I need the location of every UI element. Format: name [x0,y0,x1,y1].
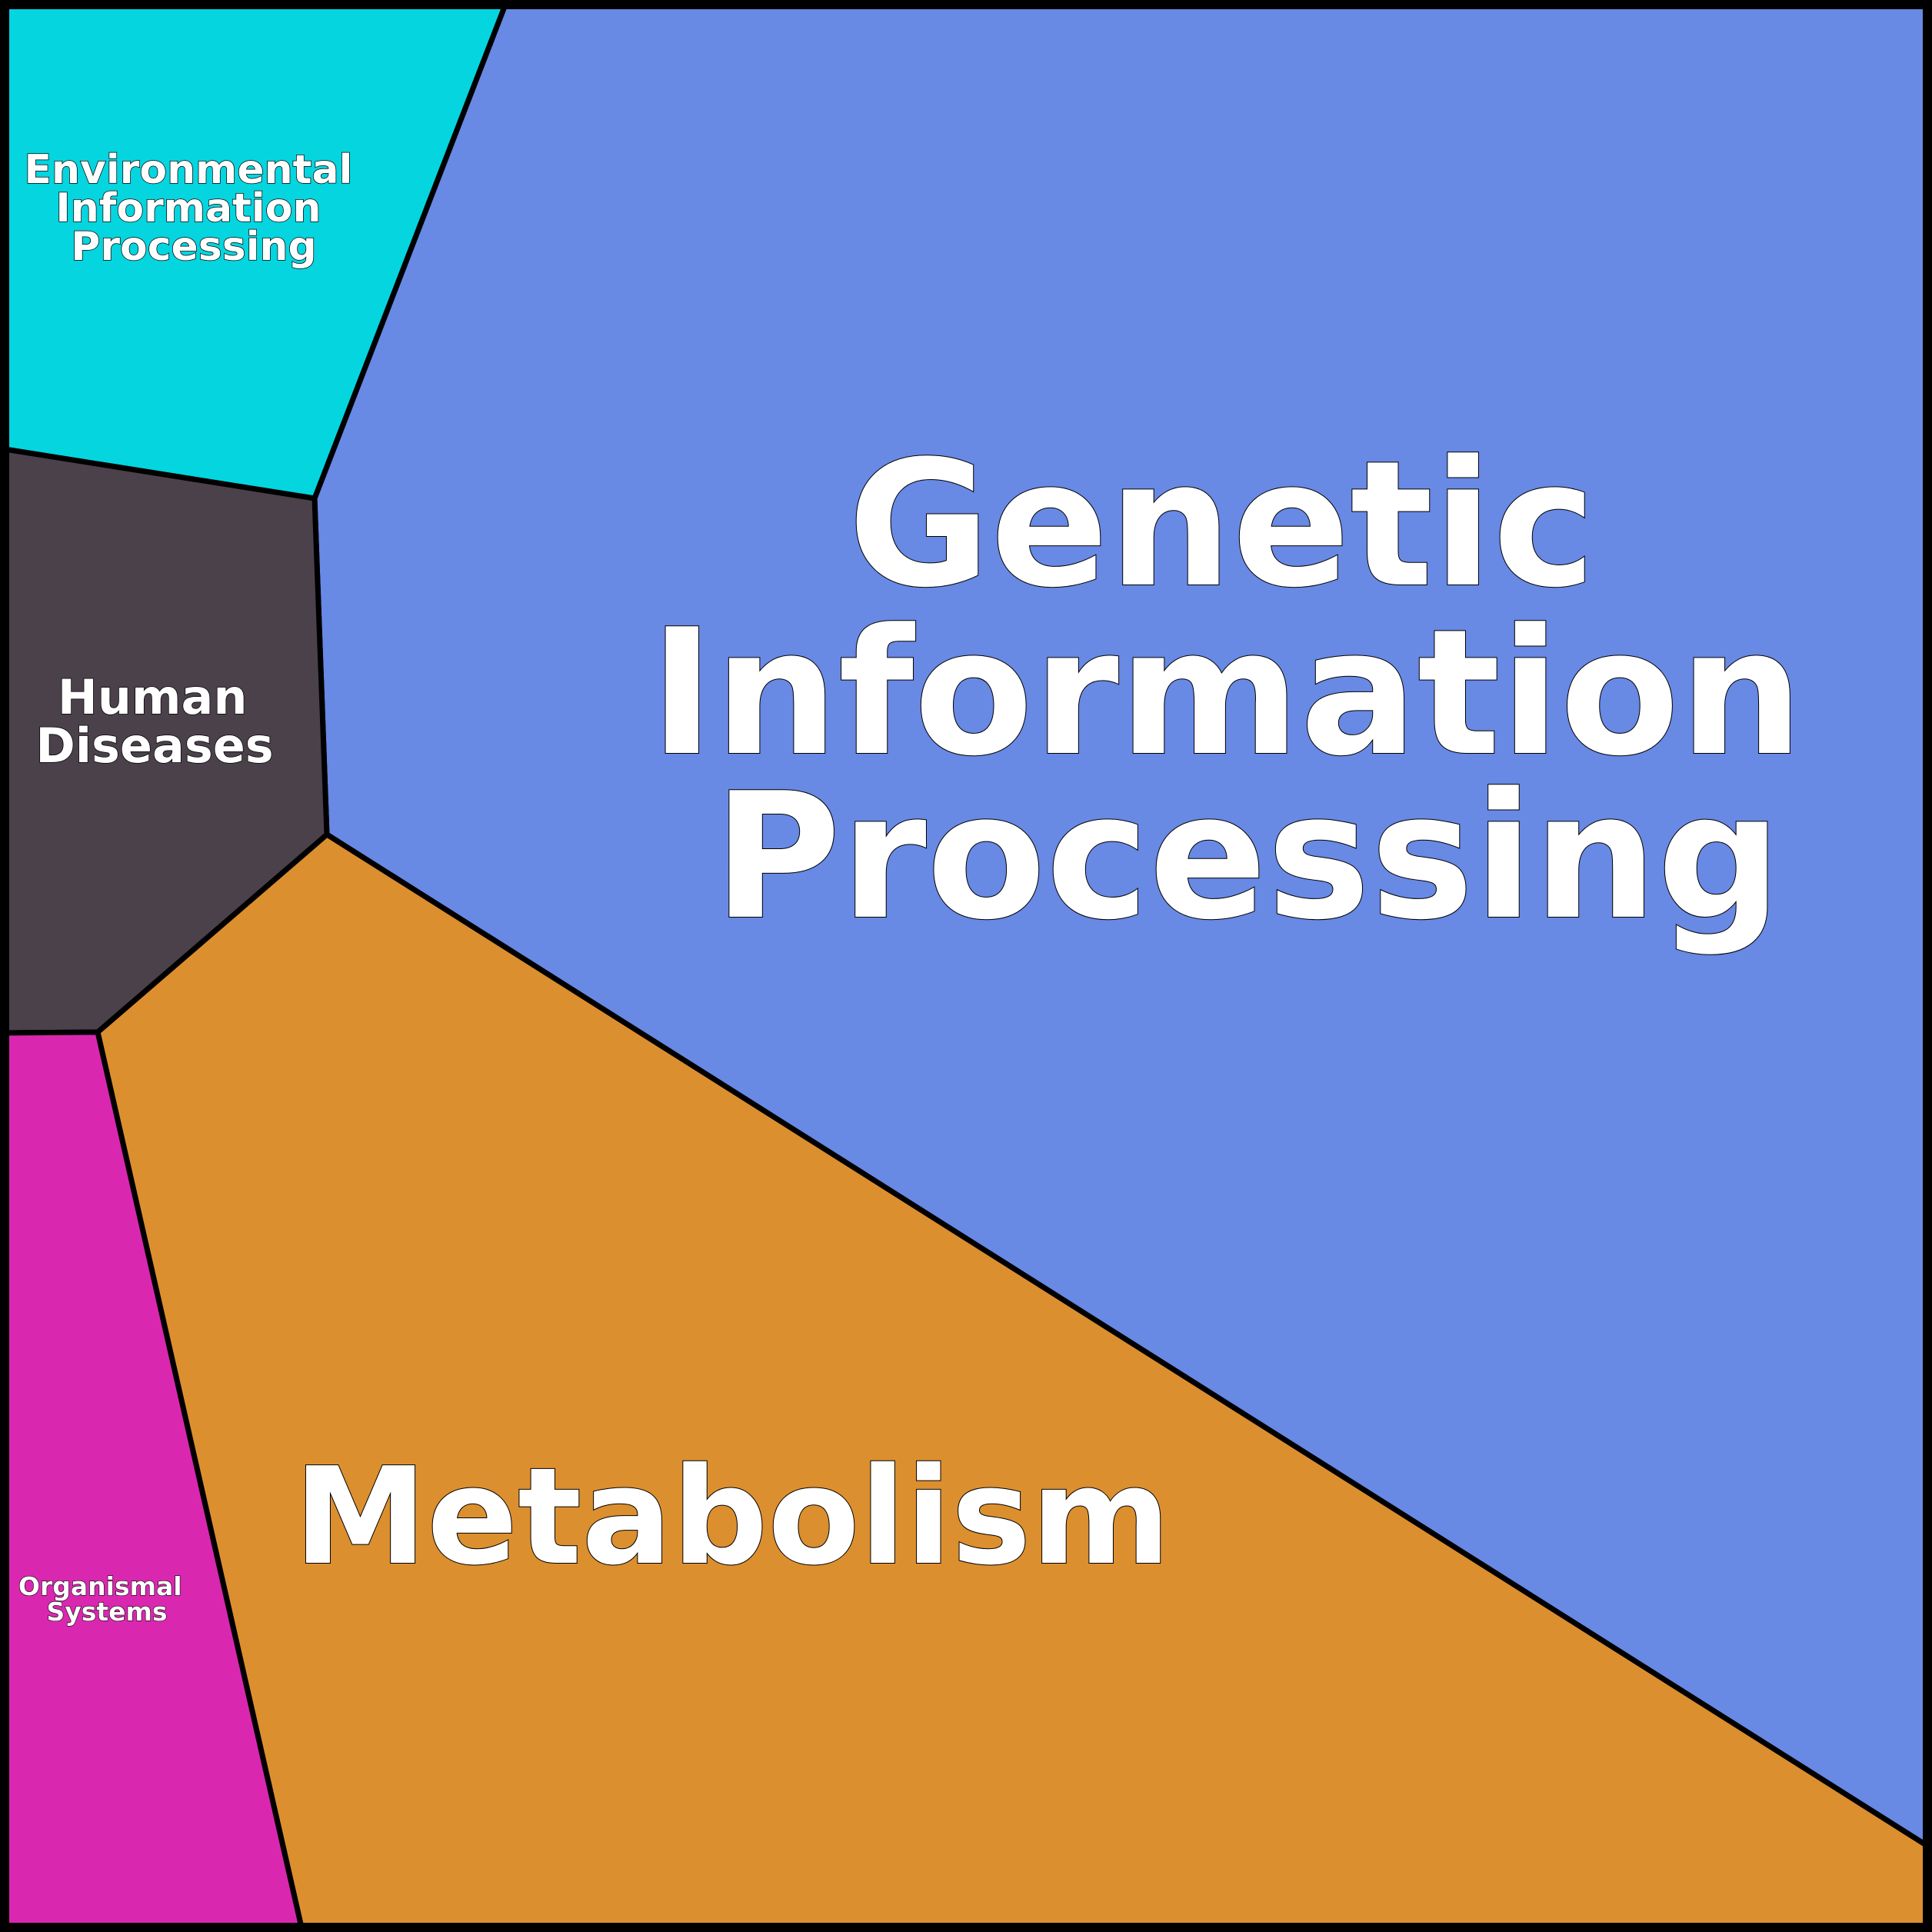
label-line: Environmental [24,147,352,193]
label-line: Human [58,669,248,725]
label-line: Information [55,185,321,232]
label-line: Genetic [848,424,1595,626]
label-line: Processing [71,224,317,270]
label-metabolism: Metabolism [294,1439,1171,1595]
label-line: Information [650,592,1804,794]
label-line: Metabolism [294,1439,1171,1595]
label-line: Diseases [35,718,273,774]
label-genetic-information-processing: Genetic Information Processing [650,424,1864,958]
label-line: Organismal [18,1571,182,1601]
label-organismal-systems: Organismal Systems [18,1571,191,1627]
label-line: Systems [46,1597,167,1627]
label-line: Processing [714,756,1782,958]
label-environmental-information-processing: Environmental Information Processing [24,147,366,270]
label-human-diseases: Human Diseases [35,669,273,774]
